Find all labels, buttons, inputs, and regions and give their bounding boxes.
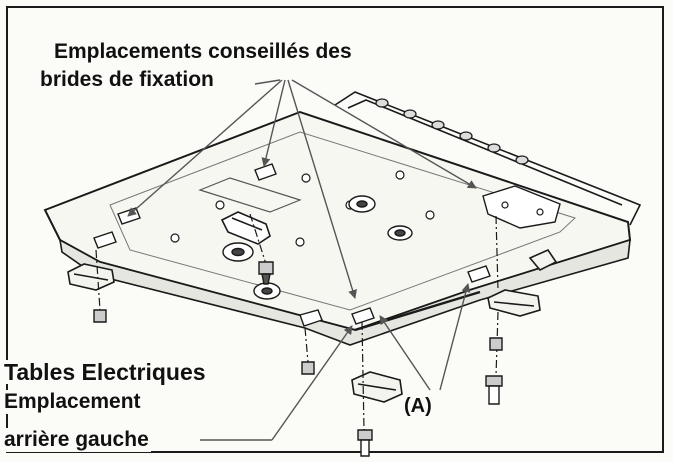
label-reference-a: (A): [404, 395, 432, 417]
loose-clamp-brackets: [67, 248, 558, 403]
label-electric-tables: Tables Electriques: [2, 359, 208, 385]
leader-lines-a: [379, 283, 471, 391]
label-location: Emplacement: [2, 390, 143, 414]
inner-panel: [109, 131, 576, 311]
rectangular-recess: [198, 177, 302, 213]
mounting-holes: [170, 170, 544, 247]
rubber-feet: [222, 195, 413, 300]
diagram-border: [6, 6, 664, 453]
leader-line-bottom: [200, 325, 353, 441]
leader-lines-top: [127, 79, 477, 299]
rear-edge-knobs: [375, 98, 529, 165]
clamp-on-plate: [220, 211, 271, 245]
label-recommended-locations-line2: brides de fixation: [38, 68, 216, 92]
label-rear-left: arrière gauche: [2, 428, 151, 452]
bracket-slots: [93, 163, 561, 327]
screws: [93, 261, 503, 457]
label-recommended-locations-line1: Emplacements conseillés des: [52, 40, 354, 64]
